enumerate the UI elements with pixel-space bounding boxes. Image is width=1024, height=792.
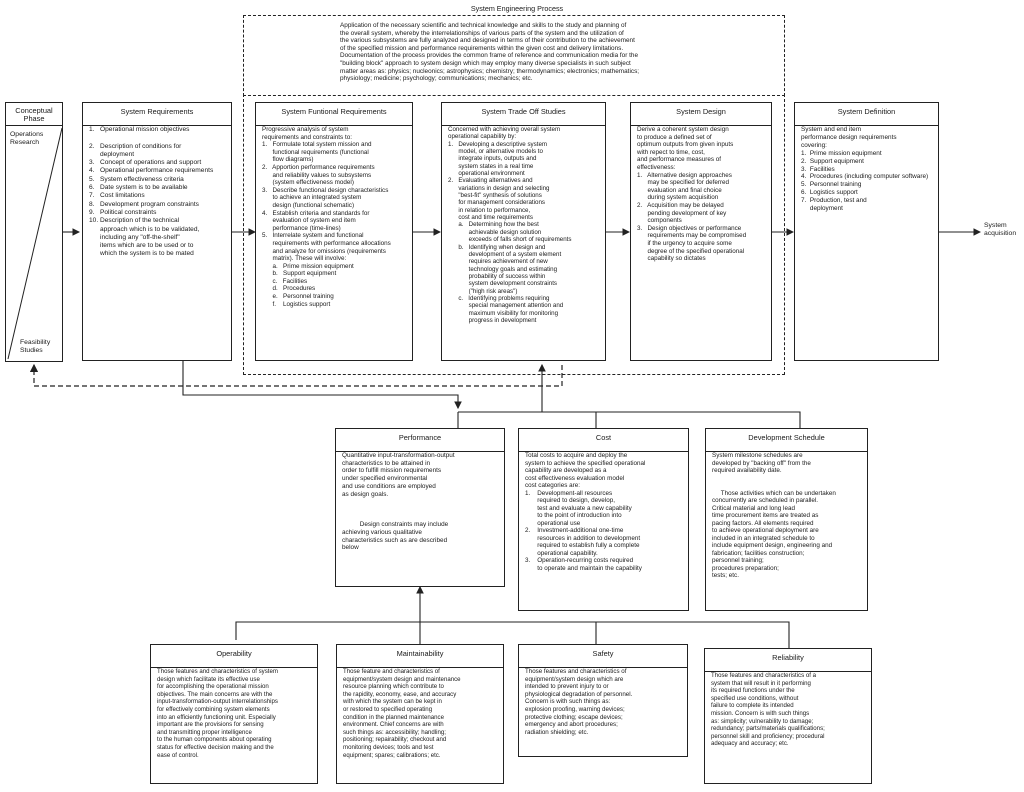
system-design-title: System Design <box>676 107 726 116</box>
safety-text: Those features and characteristics of eq… <box>525 668 633 736</box>
operability-title: Operability <box>216 649 252 658</box>
performance-box: Performance Quantitative input-transform… <box>335 428 505 587</box>
system-requirements-text: 1. Operational mission objectives 2. Des… <box>89 126 214 258</box>
conceptual-phase-box: Conceptual Phase Operations Research Fea… <box>5 102 63 362</box>
safety-title: Safety <box>592 649 614 658</box>
maintainability-box: Maintainability Those feature and charac… <box>336 644 504 784</box>
feedback-dashed-line <box>29 363 563 387</box>
cost-text: Total costs to acquire and deploy the sy… <box>525 452 646 572</box>
system-design-text: Derive a coherent system design to produ… <box>637 126 747 263</box>
system-acquisition-label: System acquisition <box>984 222 1017 237</box>
line-tier-bus <box>458 411 801 428</box>
engineering-process-title: System Engineering Process <box>470 4 564 13</box>
line-requirements-to-performance <box>182 361 462 410</box>
line-bottom-bus <box>235 621 790 648</box>
functional-requirements-text: Progressive analysis of system requireme… <box>262 126 391 308</box>
system-requirements-box: System Requirements 1. Operational missi… <box>82 102 232 361</box>
performance-title: Performance <box>398 433 442 442</box>
feasibility-studies-label: Feasibility Studies <box>20 339 51 354</box>
cost-box: Cost Total costs to acquire and deploy t… <box>518 428 689 611</box>
engineering-process-text: Application of the necessary scientific … <box>340 22 640 83</box>
reliability-box: Reliability Those features and character… <box>704 648 872 784</box>
trade-off-studies-text: Concerned with achieving overall system … <box>448 126 572 324</box>
system-definition-text: System and end item performance design r… <box>801 126 929 213</box>
system-definition-box: System Definition System and end item pe… <box>794 102 939 361</box>
functional-requirements-box: System Funtional Requirements Progressiv… <box>255 102 413 361</box>
trade-off-studies-box: System Trade Off Studies Concerned with … <box>441 102 606 361</box>
operability-text: Those features and characteristics of sy… <box>157 668 278 759</box>
maintainability-title: Maintainability <box>396 649 444 658</box>
operations-research-label: Operations Research <box>10 131 44 146</box>
safety-box: Safety Those features and characteristic… <box>518 644 688 757</box>
system-definition-title: System Definition <box>837 107 896 116</box>
phase-diagonal <box>7 127 62 360</box>
development-schedule-box: Development Schedule System milestone sc… <box>705 428 868 611</box>
engineering-process-box: Application of the necessary scientific … <box>243 15 785 96</box>
development-schedule-title: Development Schedule <box>748 433 825 442</box>
development-schedule-text: System milestone schedules are developed… <box>712 452 836 579</box>
engineering-process-frame <box>243 94 785 375</box>
operability-box: Operability Those features and character… <box>150 644 318 784</box>
maintainability-text: Those feature and characteristics of equ… <box>343 668 461 759</box>
functional-requirements-title: System Funtional Requirements <box>281 107 387 116</box>
trade-off-studies-title: System Trade Off Studies <box>481 107 566 116</box>
performance-text: Quantitative input-transformation-output… <box>342 452 455 552</box>
reliability-text: Those features and characteristics of a … <box>711 672 825 748</box>
conceptual-phase-title: Conceptual Phase <box>15 106 53 123</box>
system-design-box: System Design Derive a coherent system d… <box>630 102 772 361</box>
cost-title: Cost <box>595 433 612 442</box>
reliability-title: Reliability <box>772 653 804 662</box>
system-requirements-title: System Requirements <box>120 107 194 116</box>
